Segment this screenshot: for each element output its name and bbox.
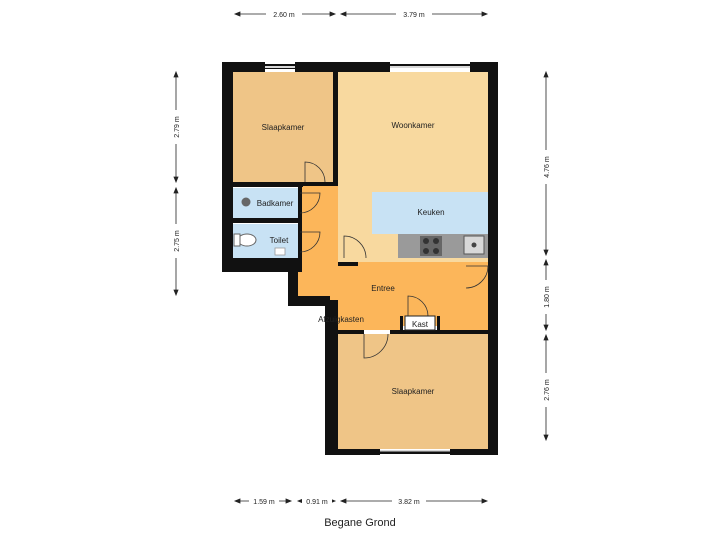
label-afzuigkasten: Afzuigkasten [318, 315, 364, 324]
label-slaapkamer-bottom: Slaapkamer [392, 387, 435, 396]
label-keuken: Keuken [417, 208, 444, 217]
cooktop [420, 236, 442, 256]
label-toilet: Toilet [270, 236, 289, 245]
dim-right-2: 1.80 m [544, 286, 551, 308]
label-badkamer: Badkamer [257, 199, 294, 208]
dim-left-2: 2.75 m [174, 230, 181, 252]
room-labels: Slaapkamer Woonkamer Keuken Badkamer Toi… [257, 121, 445, 396]
room-keuken [372, 192, 488, 234]
dimension-labels: 2.60 m 3.79 m 2.79 m 2.75 m 4.76 m 1.80 … [171, 9, 551, 506]
label-entree: Entree [371, 284, 395, 293]
label-slaapkamer-top: Slaapkamer [262, 123, 305, 132]
floor-caption: Begane Grond [324, 517, 396, 529]
dim-left-1: 2.79 m [174, 116, 181, 138]
dim-bottom-2: 0.91 m [306, 499, 328, 506]
room-slaapkamer-bottom [338, 334, 488, 449]
dim-bottom-1: 1.59 m [253, 499, 275, 506]
dim-bottom-3: 3.82 m [398, 499, 420, 506]
dim-top-1: 2.60 m [273, 12, 295, 19]
dim-right-3: 2.76 m [544, 379, 551, 401]
windows [265, 66, 470, 452]
shower-drain [241, 197, 251, 207]
label-woonkamer: Woonkamer [392, 121, 435, 130]
dim-top-2: 3.79 m [403, 12, 425, 19]
walls [222, 62, 498, 455]
doors [299, 161, 489, 359]
kitchen-counter [398, 234, 488, 258]
room-slaapkamer-top [233, 72, 333, 182]
room-entree [298, 186, 488, 330]
label-kast: Kast [412, 320, 429, 329]
dim-right-1: 4.76 m [544, 156, 551, 178]
toilet-bowl [237, 233, 257, 247]
kast-box [404, 315, 436, 331]
sanitary-fixtures [233, 197, 286, 256]
